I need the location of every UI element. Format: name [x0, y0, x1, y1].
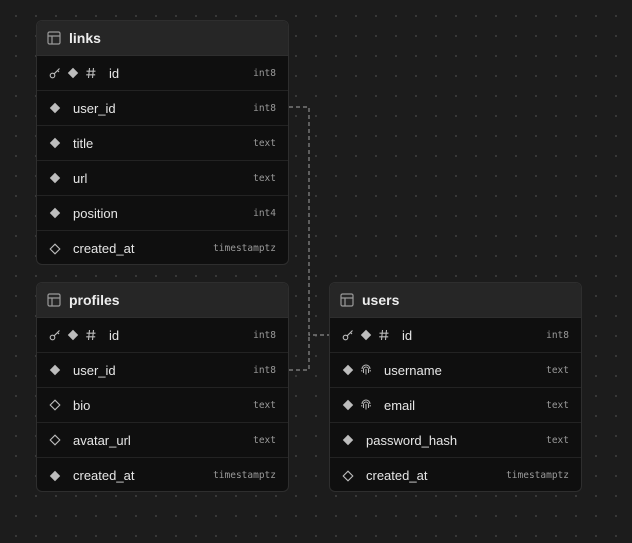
table-header-users[interactable]: users — [330, 283, 581, 318]
column-row-bio[interactable]: bio text — [37, 388, 288, 423]
column-name: email — [384, 397, 416, 413]
column-name: id — [402, 327, 413, 343]
filled-diamond-icon — [342, 434, 354, 446]
outline-diamond-icon — [49, 434, 61, 446]
key-icon — [49, 67, 61, 79]
column-name: user_id — [73, 362, 116, 378]
column-row-id[interactable]: id int8 — [330, 318, 581, 353]
column-name: username — [384, 362, 442, 378]
connector-links-user-id — [289, 106, 329, 336]
column-type: int8 — [253, 102, 276, 114]
table-links[interactable]: links id int8 user_id int8 title text ur… — [36, 20, 289, 265]
column-name: id — [109, 65, 120, 81]
column-type: text — [546, 399, 569, 411]
column-type: int8 — [253, 329, 276, 341]
fingerprint-icon — [360, 364, 372, 376]
filled-diamond-icon — [67, 67, 79, 79]
filled-diamond-icon — [360, 329, 372, 341]
column-type: text — [253, 172, 276, 184]
column-name: password_hash — [366, 432, 458, 448]
column-type: text — [546, 434, 569, 446]
column-type: timestamptz — [213, 243, 276, 254]
table-icon — [340, 293, 354, 307]
column-type: text — [253, 434, 276, 446]
column-row-password-hash[interactable]: password_hash text — [330, 423, 581, 458]
filled-diamond-icon — [342, 399, 354, 411]
filled-diamond-icon — [49, 364, 61, 376]
table-icon — [47, 293, 61, 307]
filled-diamond-icon — [67, 329, 79, 341]
table-icon — [47, 31, 61, 45]
filled-diamond-icon — [49, 137, 61, 149]
column-row-created-at[interactable]: created_at timestamptz — [37, 458, 288, 491]
hash-icon — [85, 329, 97, 341]
outline-diamond-icon — [49, 242, 61, 255]
column-name: avatar_url — [73, 432, 131, 448]
outline-diamond-icon — [49, 399, 61, 411]
column-name: url — [73, 170, 88, 186]
column-name: created_at — [73, 241, 135, 256]
column-type: text — [253, 399, 276, 411]
table-title: profiles — [69, 292, 120, 308]
hash-icon — [85, 67, 97, 79]
column-type: int4 — [253, 207, 276, 219]
column-row-user-id[interactable]: user_id int8 — [37, 353, 288, 388]
column-type: text — [253, 137, 276, 149]
column-type: int8 — [546, 329, 569, 341]
column-row-position[interactable]: position int4 — [37, 196, 288, 231]
column-row-username[interactable]: username text — [330, 353, 581, 388]
column-name: title — [73, 135, 94, 151]
filled-diamond-icon — [342, 364, 354, 376]
connector-profiles-user-id — [289, 335, 310, 371]
column-row-created-at[interactable]: created_at timestamptz — [37, 231, 288, 264]
table-header-profiles[interactable]: profiles — [37, 283, 288, 318]
table-title: links — [69, 30, 101, 46]
filled-diamond-icon — [49, 470, 61, 482]
column-name: created_at — [366, 468, 428, 483]
table-profiles[interactable]: profiles id int8 user_id int8 bio text a… — [36, 282, 289, 492]
column-type: int8 — [253, 67, 276, 79]
column-row-created-at[interactable]: created_at timestamptz — [330, 458, 581, 491]
filled-diamond-icon — [49, 102, 61, 114]
column-name: user_id — [73, 100, 116, 116]
column-name: bio — [73, 397, 91, 413]
column-name: id — [109, 327, 120, 343]
key-icon — [49, 329, 61, 341]
table-header-links[interactable]: links — [37, 21, 288, 56]
column-type: int8 — [253, 364, 276, 376]
column-row-id[interactable]: id int8 — [37, 318, 288, 353]
filled-diamond-icon — [49, 207, 61, 219]
column-type: text — [546, 364, 569, 376]
filled-diamond-icon — [49, 172, 61, 184]
column-type: timestamptz — [506, 470, 569, 481]
table-users[interactable]: users id int8 username text email text p… — [329, 282, 582, 492]
key-icon — [342, 329, 354, 341]
column-name: position — [73, 205, 118, 221]
column-row-email[interactable]: email text — [330, 388, 581, 423]
column-row-user-id[interactable]: user_id int8 — [37, 91, 288, 126]
hash-icon — [378, 329, 390, 341]
outline-diamond-icon — [342, 469, 354, 482]
column-row-id[interactable]: id int8 — [37, 56, 288, 91]
column-name: created_at — [73, 468, 135, 483]
fingerprint-icon — [360, 399, 372, 411]
column-row-url[interactable]: url text — [37, 161, 288, 196]
column-row-avatar-url[interactable]: avatar_url text — [37, 423, 288, 458]
column-type: timestamptz — [213, 470, 276, 481]
column-row-title[interactable]: title text — [37, 126, 288, 161]
table-title: users — [362, 292, 400, 308]
